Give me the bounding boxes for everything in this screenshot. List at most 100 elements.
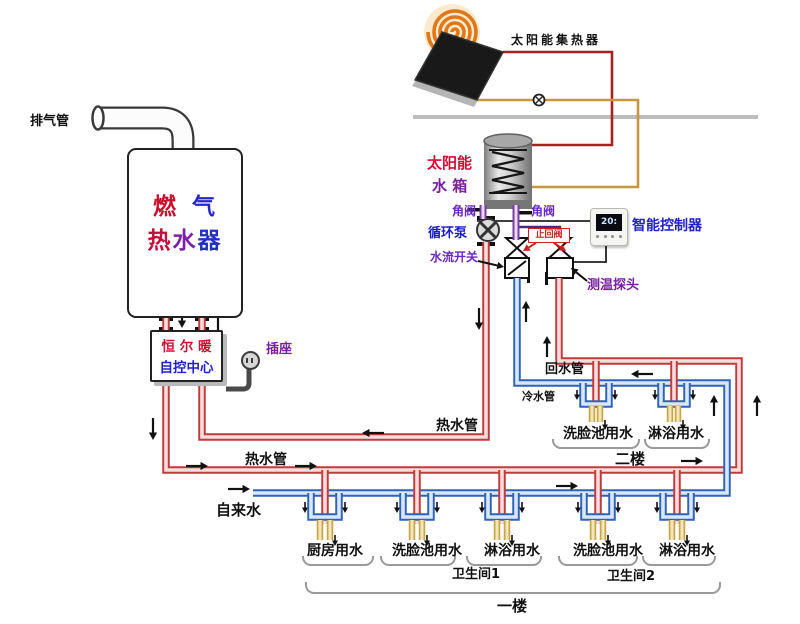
fixture-drop: [399, 470, 435, 540]
control-center-box: 恒 尔 暖 自控中心: [150, 330, 223, 382]
floor1-fixture-label: 洗脸池用水: [573, 543, 643, 559]
red-pipe-core: [164, 278, 741, 472]
hot-supply-loop-pipe: [162, 278, 743, 474]
blue-pipe-core: [401, 493, 433, 519]
kitchen-bracket: [302, 556, 374, 566]
flow-arrow: [424, 535, 430, 546]
tan-pipe-core: [318, 520, 332, 540]
hot-pipe-upper-label: 热水管: [436, 418, 478, 434]
cold-water-pipe: [253, 278, 731, 497]
exhaust-pipe-label: 排气管: [30, 114, 70, 129]
bathroom2-label: 卫生间2: [607, 569, 656, 584]
fixture-drop: [579, 361, 613, 422]
blue-pipe-core: [253, 278, 729, 495]
flow-arrow: [479, 502, 485, 513]
flow-arrow: [523, 242, 537, 251]
floor1-label: 一楼: [497, 597, 528, 615]
flow-arrow: [521, 301, 531, 322]
solar-tank: [483, 133, 533, 209]
circulation-pump: [476, 218, 500, 242]
solar-return-pipe: [477, 98, 640, 189]
flow-arrow: [362, 428, 384, 438]
flow-arrow: [652, 390, 658, 400]
controller-probe-wire: [574, 244, 607, 263]
red-pipe-core: [200, 242, 488, 439]
blue-pipe-core: [582, 493, 614, 519]
fixture-drop: [307, 470, 343, 540]
temp-probe-device: [546, 257, 574, 279]
fixture-drop: [484, 470, 520, 540]
flow-arrow: [542, 336, 552, 357]
angle-valve-left-label: 角阀: [452, 204, 477, 218]
control-center-line2: 自控中心: [159, 360, 214, 376]
flow-arrow: [602, 420, 608, 430]
flow-arrow: [556, 481, 578, 491]
flow-arrow: [474, 308, 484, 330]
heater-name-line1: 燃气: [153, 194, 217, 220]
flow-arrow: [574, 390, 580, 400]
exhaust-pipe: [91, 105, 195, 150]
flow-switch-label: 水流开关: [430, 250, 479, 264]
flow-arrow: [228, 484, 250, 494]
tan-pipe-core: [591, 520, 605, 540]
tank-label-line1: 太阳能: [427, 154, 473, 172]
flow-arrow: [509, 535, 515, 546]
tap-water-label: 自来水: [216, 501, 262, 519]
flow-arrow: [752, 395, 762, 416]
socket-label: 插座: [266, 342, 293, 357]
shower1-bracket: [466, 556, 542, 566]
hot-pipe-lower-label: 热水管: [245, 452, 287, 468]
floor2-fixture-label: 洗脸池用水: [563, 426, 633, 442]
flow-arrow: [186, 461, 208, 471]
flow-arrow: [709, 395, 719, 416]
red-pipe: [198, 242, 490, 441]
gas-water-heater: 燃气 热水器: [127, 148, 243, 318]
fixture-drop: [659, 470, 695, 540]
tan-pipe-core: [410, 520, 424, 540]
bathroom1-label: 卫生间1: [452, 567, 501, 582]
blue-pipe: [253, 278, 731, 497]
flow-arrow: [654, 502, 660, 513]
socket-cable: [226, 367, 252, 392]
controller-buttons: [596, 235, 622, 238]
purple-pipe-core: [481, 205, 518, 240]
flow-arrow: [434, 502, 440, 513]
flow-arrow: [684, 535, 690, 546]
flow-arrow: [631, 369, 653, 379]
tan-pipe-core: [590, 406, 602, 422]
check-valve-left: [503, 237, 531, 259]
flow-arrow: [605, 535, 611, 546]
basin1-bracket: [380, 556, 456, 566]
flow-arrow: [342, 502, 348, 513]
angle-valve-right-label: 角阀: [531, 204, 556, 218]
tan-pipe-core: [668, 406, 680, 422]
tan-pipe-core: [670, 520, 684, 540]
solar-collector-panel: [412, 31, 505, 107]
control-center-line1: 恒 尔 暖: [161, 339, 212, 355]
flow-arrow: [332, 535, 338, 546]
tank-coil: [491, 150, 525, 195]
heater-control-stubs: [162, 317, 206, 331]
flow-arrow: [295, 461, 317, 471]
cold-pipe-label: 冷水管: [522, 390, 555, 403]
flow-arrow: [148, 418, 158, 440]
smart-controller-device: 20:: [590, 208, 628, 246]
floor1-fixture-label: 洗脸池用水: [392, 543, 462, 559]
floor2-fixture-label: 淋浴用水: [648, 426, 704, 442]
shower2-bracket: [642, 556, 716, 566]
floor1-bracket: [305, 582, 721, 594]
flow-arrow: [575, 502, 581, 513]
heater-name-line2: 热水器: [147, 228, 223, 254]
tan-pipe-core: [495, 520, 509, 540]
flow-arrow: [302, 502, 308, 513]
hot-return-to-control-pipe: [198, 242, 490, 441]
fixture-drop: [657, 361, 691, 422]
solar-supply-pipe: [503, 50, 614, 147]
flow-arrow: [694, 502, 700, 513]
flow-arrow: [477, 260, 504, 270]
return-pipe-label: 回水管: [545, 362, 585, 377]
tank-label-line2: 水 箱: [432, 177, 468, 195]
temp-probe-label: 测温探头: [587, 278, 640, 293]
circulation-pump-label: 循环泵: [428, 226, 468, 241]
